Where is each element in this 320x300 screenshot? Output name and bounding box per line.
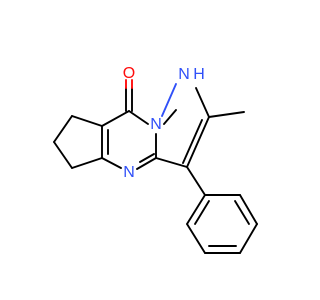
bridgehead-nitrogen-atom-label: N [150,116,162,133]
methyl-group [208,111,245,118]
molecule-diagram: O N H N N [53,65,258,254]
cyclopentane-ring [53,115,103,169]
n-n-bond [161,83,177,117]
nh-nitrogen-atom-label: N [178,66,190,83]
phenyl-link-bond [186,166,206,196]
structure-drawing: O N H N N [53,65,258,254]
carbonyl-bond [125,79,133,112]
pyrimidinone-ring [101,110,157,170]
oxygen-atom-label: O [123,65,135,82]
imine-nitrogen-atom-label: N [123,164,135,181]
nh-hydrogen-atom-label: H [193,66,205,83]
pyrazole-ring [155,87,210,168]
phenyl-ring [186,194,258,254]
